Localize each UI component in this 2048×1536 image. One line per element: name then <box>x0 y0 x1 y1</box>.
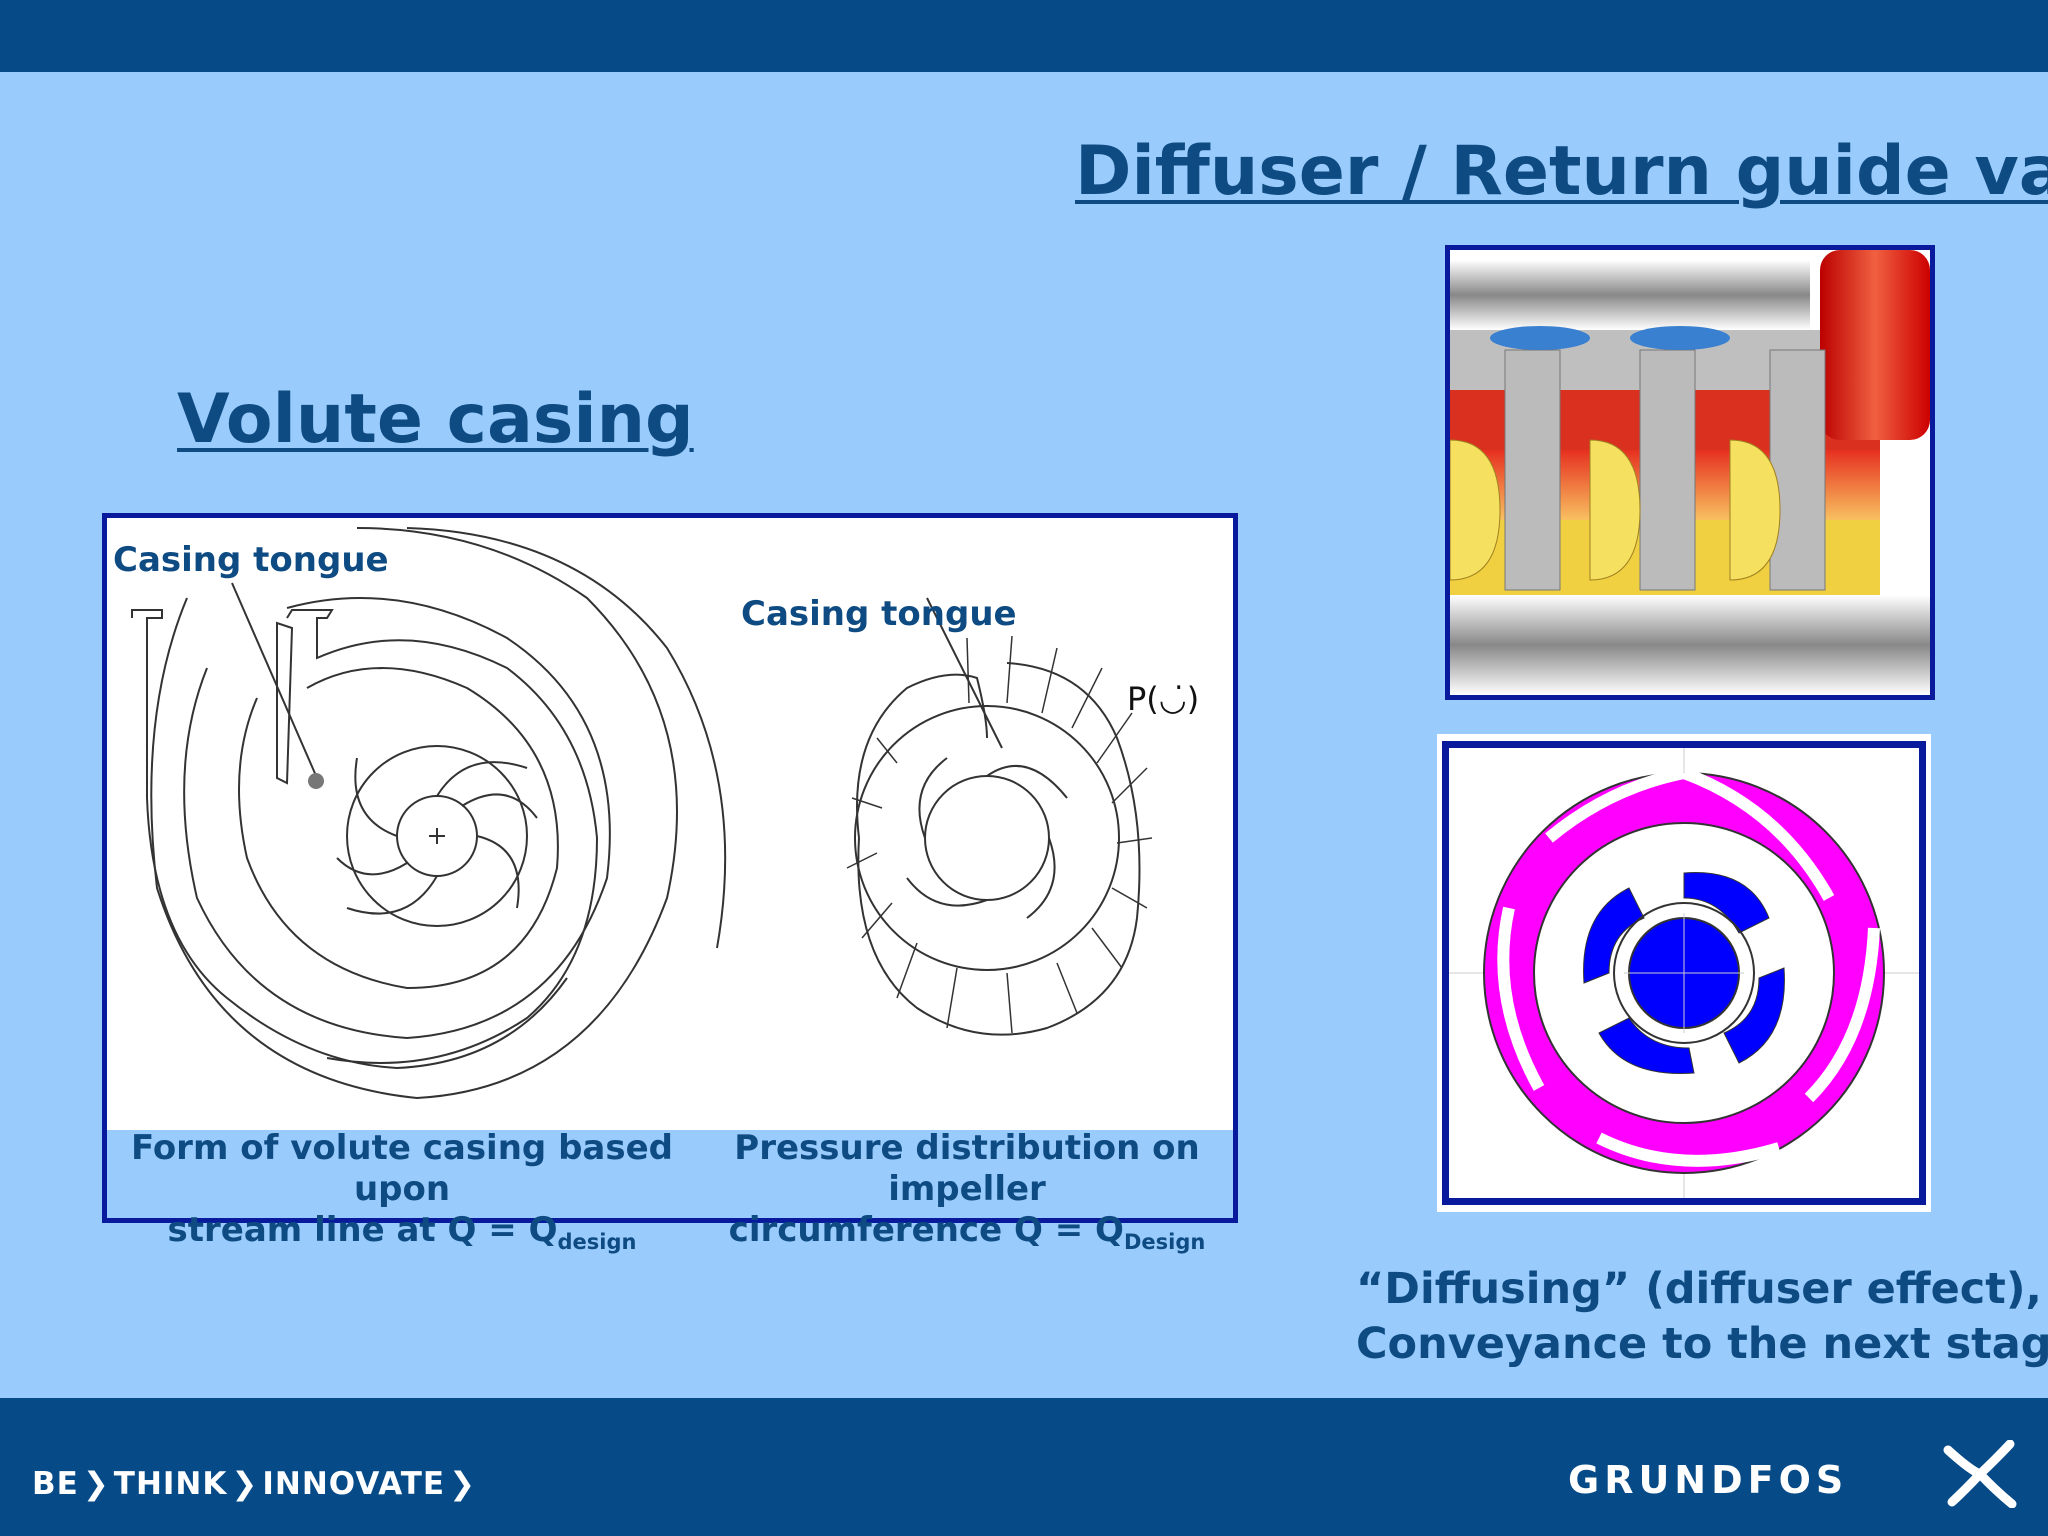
volute-title: Volute casing <box>177 380 694 459</box>
diffuser-effect-caption: “Diffusing” (diffuser effect), Conveyanc… <box>1356 1264 2048 1369</box>
volute-figure-panel: P(◡̇) Casing tongue Casing tongue Form o… <box>102 513 1238 1254</box>
chevron-right-icon: ❯ <box>231 1466 259 1502</box>
volute-drawing: P(◡̇) <box>131 527 1199 1100</box>
casing-tongue-label-left: Casing tongue <box>113 540 389 580</box>
diffuser-vanes-image <box>1437 734 1931 1212</box>
volute-inner-wall <box>286 609 599 1064</box>
caption-pressure-distribution: Pressure distribution on impeller circum… <box>728 1128 1206 1254</box>
volute-tongue <box>276 621 294 785</box>
caption-volute-form: Form of volute casing based upon stream … <box>130 1128 674 1254</box>
volute-figure-canvas: P(◡̇) <box>107 518 1233 1130</box>
grundfos-logo: GRUNDFOS <box>1568 1440 2018 1508</box>
chevron-right-icon: ❯ <box>449 1466 477 1502</box>
chevron-right-icon: ❯ <box>82 1466 110 1502</box>
multistage-pump-cutaway-image <box>1445 245 1935 700</box>
tongue-marker <box>308 773 324 789</box>
bottom-bar <box>0 1398 2048 1536</box>
pressure-label: P(◡̇) <box>1127 680 1199 718</box>
grundfos-symbol-icon <box>1943 1440 2017 1508</box>
casing-tongue-label-right: Casing tongue <box>741 594 1017 634</box>
slogan: BE❯THINK❯INNOVATE❯ <box>32 1466 477 1502</box>
volute-outer-wall <box>131 609 568 1070</box>
diffuser-title: Diffuser / Return guide vanes <box>1075 132 2048 211</box>
top-bar <box>0 0 2048 72</box>
diffuser-vanes-frame <box>1442 741 1926 1205</box>
